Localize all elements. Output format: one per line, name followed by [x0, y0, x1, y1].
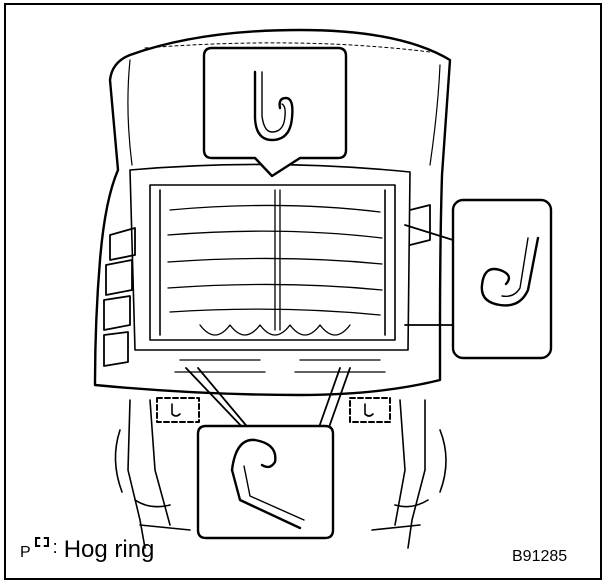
hog-ring-shape-top	[253, 70, 294, 142]
legend-colon: :	[52, 537, 58, 557]
spring-grid	[167, 189, 386, 373]
hog-ring-shape-bottom	[230, 438, 277, 472]
hog-ring-shape-right	[480, 236, 540, 307]
hog-ring-symbol-icon	[34, 537, 49, 547]
legend-label: Hog ring	[63, 536, 155, 563]
seatback-cover	[93, 28, 452, 397]
side-bolster-tabs	[103, 204, 431, 367]
callout-right	[404, 198, 553, 360]
callout-bottom	[185, 367, 351, 540]
legend: P : Hog ring	[20, 536, 154, 564]
figure-code: B91285	[512, 548, 568, 565]
legend-prefix: P	[20, 544, 31, 561]
callout-top	[202, 46, 348, 178]
seatback-inner-frame	[129, 163, 411, 351]
hog-ring-markers	[156, 397, 391, 423]
seat-base-frame	[114, 399, 447, 549]
